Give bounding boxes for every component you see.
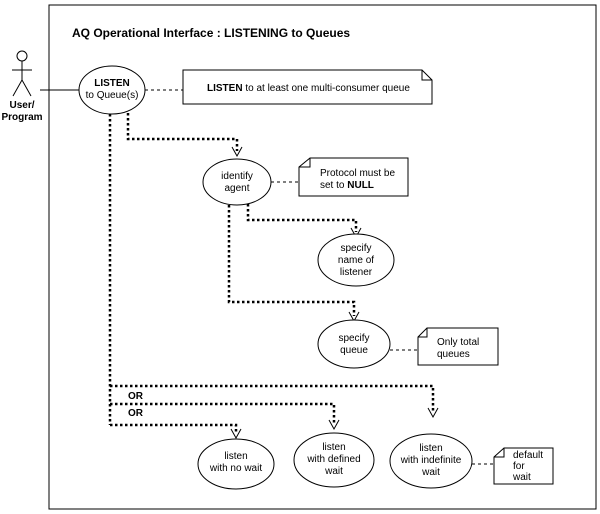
diagram-title: AQ Operational Interface : LISTENING to … bbox=[72, 26, 350, 40]
usecase-specify-name[interactable] bbox=[317, 233, 395, 287]
usecase-defined-wait-line1: listen bbox=[322, 442, 345, 453]
arrowhead-identify bbox=[231, 146, 243, 158]
usecase-identify-agent[interactable] bbox=[202, 158, 272, 206]
note-protocol-line2: set to NULL bbox=[320, 180, 374, 191]
usecase-listen-line2: to Queue(s) bbox=[86, 90, 139, 101]
note-listen-text: LISTEN to at least one multi-consumer qu… bbox=[207, 83, 410, 94]
arrowhead-no-wait bbox=[230, 428, 242, 440]
note-protocol bbox=[298, 157, 409, 197]
usecase-specify-queue-line2: queue bbox=[340, 345, 368, 356]
flow-to-defined-wait bbox=[110, 402, 336, 424]
note-total-line2: queues bbox=[437, 349, 470, 360]
usecase-listen-line1: LISTEN bbox=[94, 78, 130, 89]
actor-figure bbox=[12, 50, 32, 97]
note-protocol-line1: Protocol must be bbox=[320, 168, 395, 179]
flow-listen-to-identify bbox=[126, 113, 239, 151]
usecase-identify-agent-line1: identify bbox=[221, 171, 253, 182]
arrowhead-indefinite bbox=[427, 407, 439, 419]
usecase-no-wait[interactable] bbox=[197, 438, 275, 490]
usecase-defined-wait[interactable] bbox=[293, 432, 375, 488]
flow-to-indefinite-wait bbox=[110, 384, 435, 412]
usecase-specify-name-line2: name of bbox=[338, 255, 374, 266]
or-label-second: OR bbox=[128, 408, 144, 419]
usecase-defined-wait-line3: wait bbox=[324, 466, 343, 477]
usecase-indefinite-wait[interactable] bbox=[389, 433, 473, 489]
flow-identify-to-name bbox=[246, 204, 358, 232]
usecase-no-wait-line1: listen bbox=[224, 451, 247, 462]
note-default bbox=[493, 447, 554, 485]
note-listen bbox=[182, 69, 433, 105]
note-total bbox=[417, 327, 499, 366]
usecase-indefinite-wait-line3: wait bbox=[421, 467, 440, 478]
note-default-line2: for bbox=[513, 461, 525, 472]
note-default-line3: wait bbox=[512, 472, 531, 483]
usecase-specify-queue-line1: specify bbox=[338, 333, 369, 344]
actor-label-line1: User/ bbox=[9, 100, 34, 111]
usecase-defined-wait-line2: with defined bbox=[306, 454, 360, 465]
usecase-identify-agent-line2: agent bbox=[224, 183, 249, 194]
diagram-frame bbox=[48, 4, 597, 510]
or-label-first: OR bbox=[128, 391, 144, 402]
usecase-indefinite-wait-line2: with indefinite bbox=[400, 455, 462, 466]
usecase-specify-name-line3: listener bbox=[340, 267, 373, 278]
usecase-no-wait-line2: with no wait bbox=[209, 463, 262, 474]
usecase-specify-name-line1: specify bbox=[340, 243, 371, 254]
actor-label-line2: Program bbox=[1, 112, 42, 123]
usecase-indefinite-wait-line1: listen bbox=[419, 443, 442, 454]
flow-to-no-wait bbox=[110, 423, 238, 433]
note-total-line1: Only total bbox=[437, 337, 479, 348]
note-default-line1: default bbox=[513, 450, 543, 461]
usecase-specify-queue[interactable] bbox=[317, 319, 391, 369]
arrowhead-defined bbox=[328, 419, 340, 431]
